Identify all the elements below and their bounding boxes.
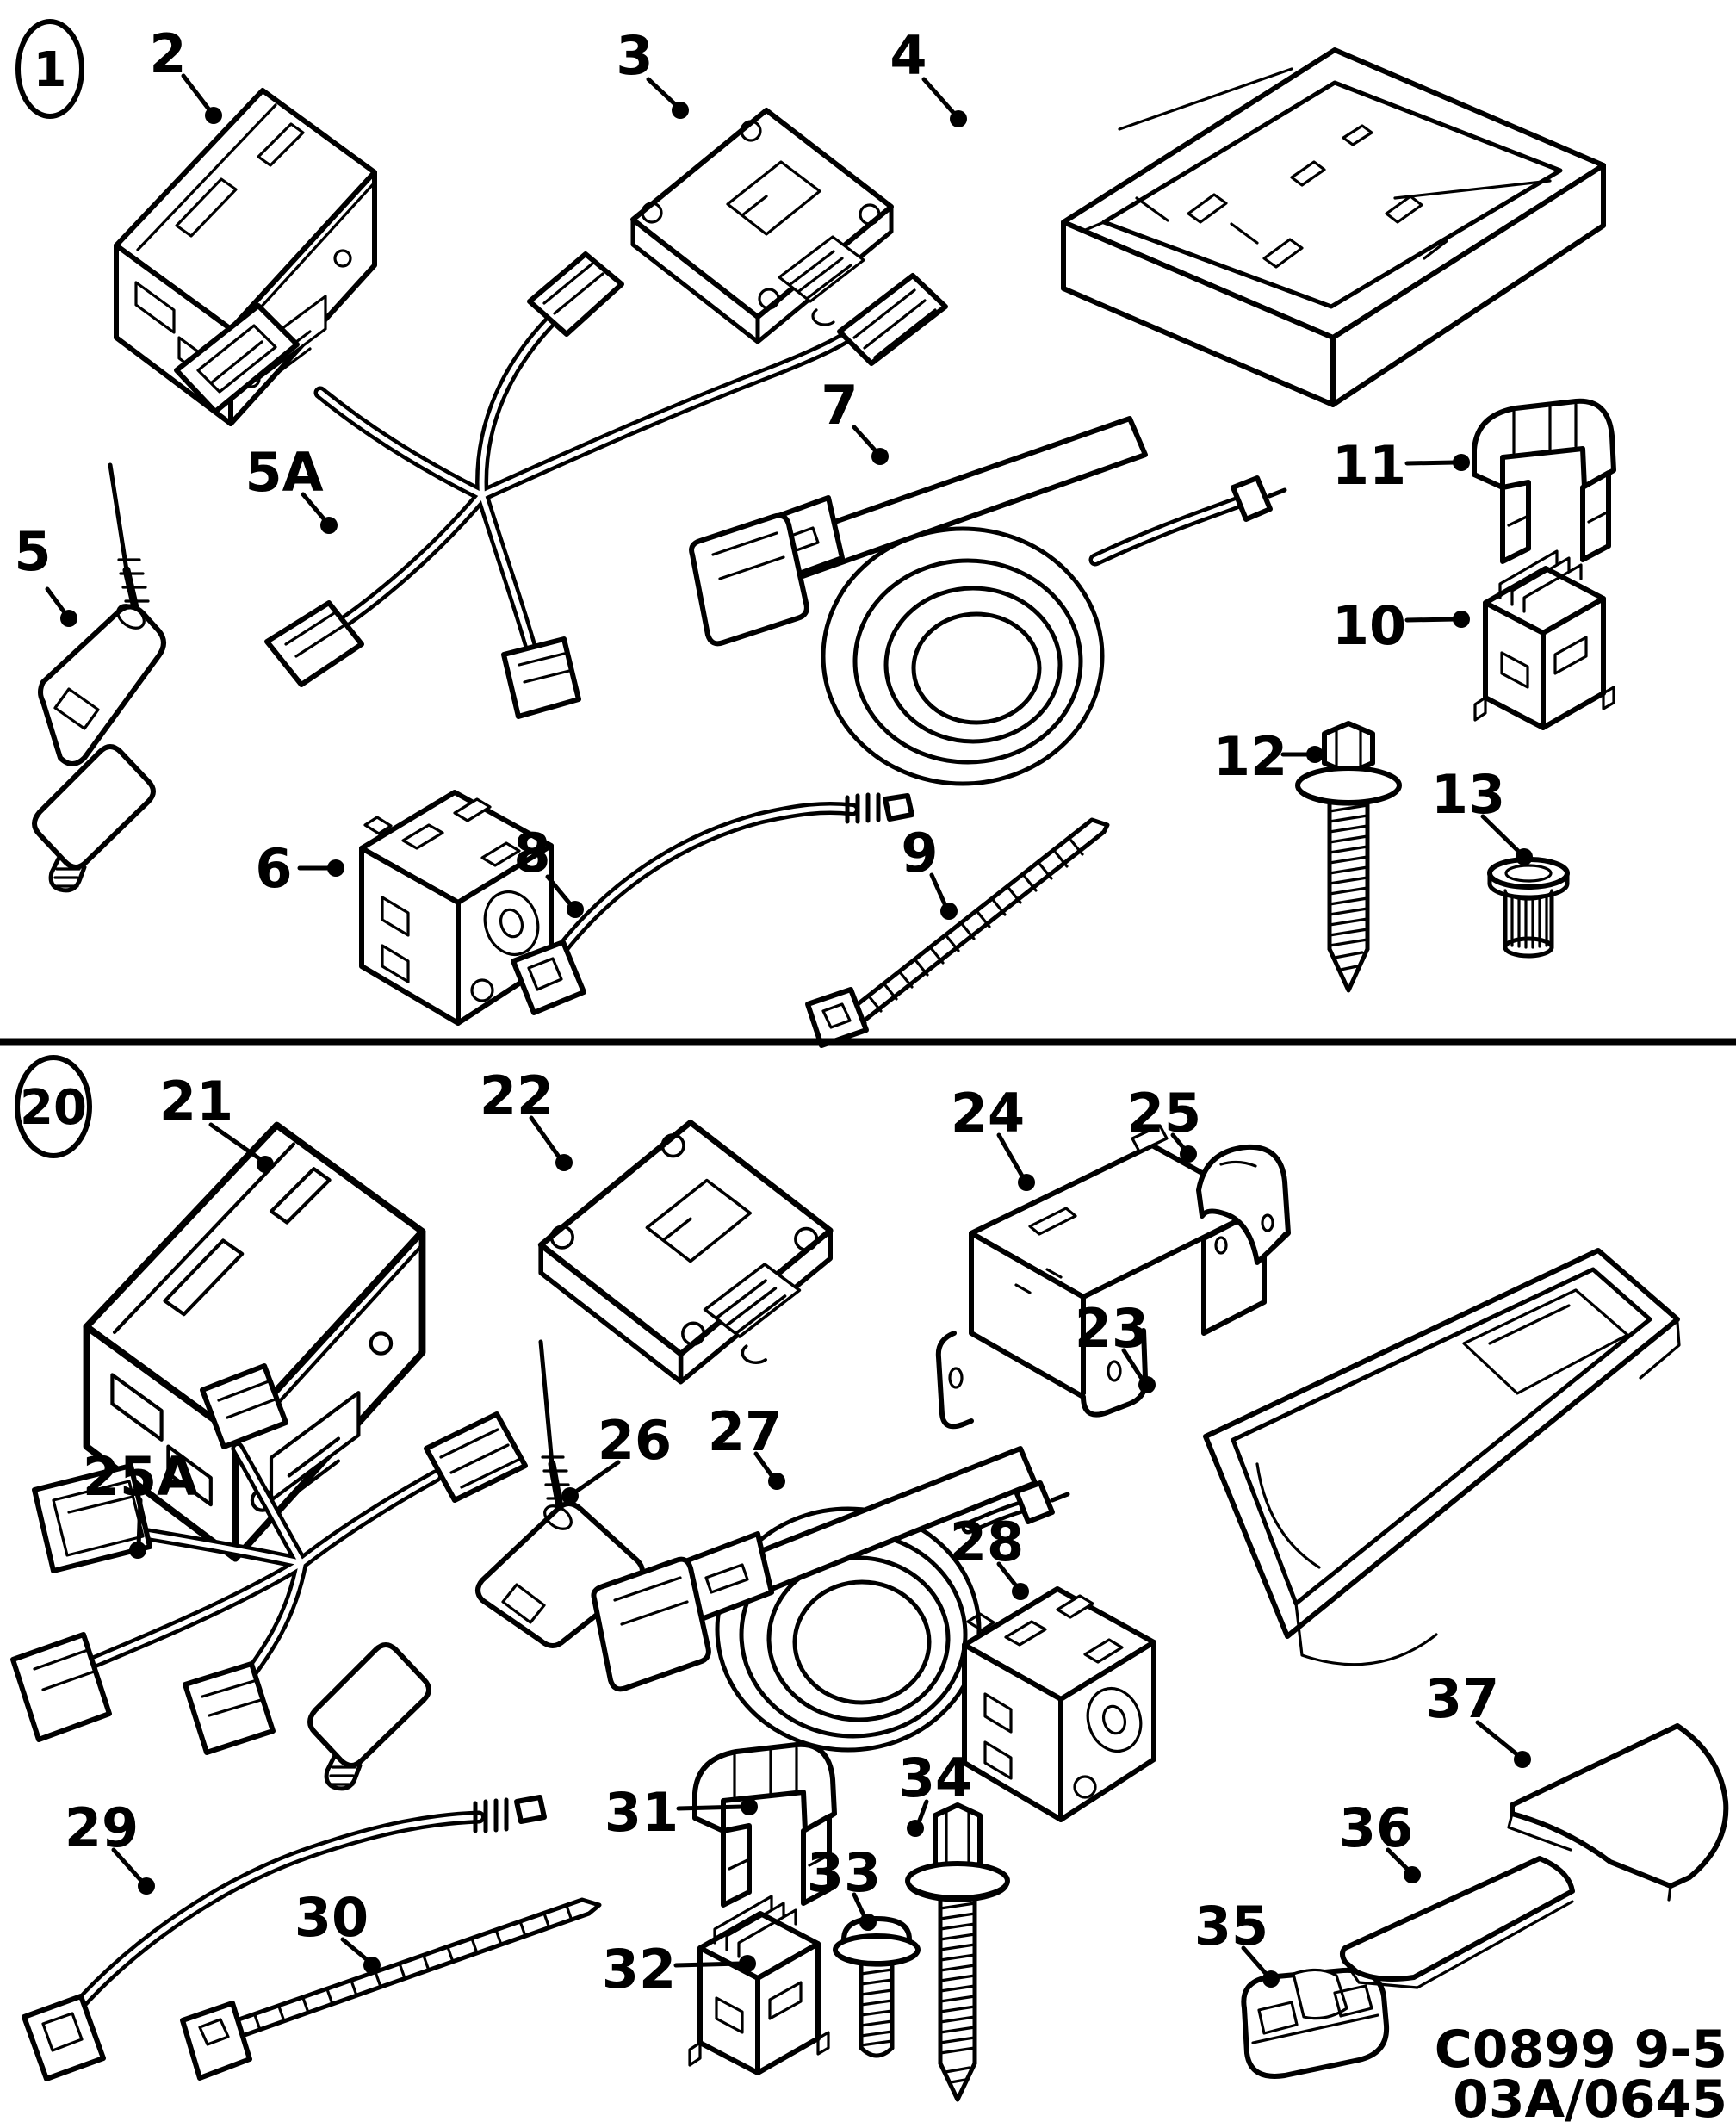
section-20: 20 [10, 1055, 1729, 2128]
callout-25: 25 [1127, 1082, 1201, 1145]
part-4-tray-drawing [1063, 50, 1603, 405]
part-25a-harness-drawing [10, 1363, 528, 1755]
plate-code: C0899 9-5 03A/0645 [1435, 2019, 1727, 2128]
part-35-clip-drawing [1241, 1967, 1390, 2079]
callout-28: 28 [950, 1511, 1024, 1573]
balloon-20-label: 20 [20, 1080, 87, 1136]
part-24-bracket-drawing [935, 1124, 1267, 1430]
part-27-film-antenna-cable-drawing [591, 1446, 1070, 1753]
callout-5a: 5A [245, 441, 323, 504]
section-1: 1 [14, 19, 1614, 1045]
callout-27: 27 [708, 1400, 782, 1463]
callout-13: 13 [1431, 763, 1505, 826]
callout-32: 32 [602, 1938, 676, 2001]
callout-23: 23 [1075, 1297, 1149, 1360]
callout-8: 8 [513, 822, 550, 884]
part-29-adapter-cable-drawing [22, 1795, 547, 2081]
part-34-screw-drawing [905, 1802, 1010, 2102]
part-12-screw-drawing [1298, 723, 1399, 990]
callout-10: 10 [1332, 594, 1406, 657]
callout-21: 21 [159, 1070, 233, 1132]
callout-35: 35 [1194, 1895, 1268, 1957]
part-37-wedge-trim-drawing [1507, 1723, 1729, 1902]
callout-31: 31 [604, 1781, 679, 1844]
callout-5: 5 [14, 520, 51, 583]
callout-36: 36 [1339, 1796, 1413, 1859]
callouts-section-1: 2 3 4 5 5A 6 7 8 9 10 11 12 13 [14, 22, 1533, 920]
part-22-module-drawing [541, 1122, 830, 1381]
part-25-bracket-drawing [1196, 1144, 1291, 1265]
callout-24: 24 [951, 1082, 1025, 1145]
callout-4: 4 [890, 24, 927, 87]
part-7-film-antenna-cable-drawing [691, 419, 1285, 784]
callout-12: 12 [1213, 725, 1287, 788]
callout-6: 6 [255, 837, 292, 900]
callout-26: 26 [598, 1409, 672, 1472]
callouts-section-20: 21 22 23 24 25 25A 26 27 28 29 30 31 [65, 1064, 1531, 2001]
part-5-antenna-drawing [34, 465, 164, 890]
plate-code-line2: 03A/0645 [1453, 2069, 1727, 2128]
callout-33: 33 [807, 1841, 881, 1904]
part-9-cable-tie-drawing [808, 820, 1107, 1045]
section-1-balloon: 1 [16, 19, 84, 119]
callout-34: 34 [898, 1746, 972, 1809]
callout-37: 37 [1425, 1667, 1499, 1730]
part-13-rivet-nut-drawing [1490, 859, 1567, 956]
part-32-relay-block-drawing [690, 1896, 828, 2073]
part-3-module-drawing [633, 110, 891, 342]
part-30-cable-tie-drawing [180, 1897, 602, 2081]
part-5a-harness-drawing [174, 251, 948, 719]
part-26-gps-patch-drawing [310, 1645, 429, 1789]
part-33-screw-drawing [833, 1916, 921, 2058]
callout-25a: 25A [83, 1445, 198, 1508]
balloon-1-label: 1 [34, 42, 67, 98]
callout-30: 30 [294, 1886, 369, 1949]
callout-11: 11 [1332, 434, 1406, 497]
callout-29: 29 [65, 1796, 139, 1859]
callout-7: 7 [821, 374, 858, 437]
part-10-relay-block-drawing [1475, 551, 1614, 728]
callout-2: 2 [149, 22, 186, 85]
part-11-clip-drawing [1474, 401, 1614, 561]
plate-code-line1: C0899 9-5 [1435, 2019, 1727, 2080]
part-28-switch-module-drawing [964, 1589, 1154, 1820]
part-36-wedge-trim-drawing [1340, 1856, 1575, 1989]
part-23-console-bin-drawing [1203, 1248, 1681, 1666]
callout-9: 9 [901, 822, 938, 884]
callout-3: 3 [616, 24, 653, 87]
section-20-balloon: 20 [15, 1055, 92, 1158]
callout-22: 22 [480, 1064, 554, 1127]
